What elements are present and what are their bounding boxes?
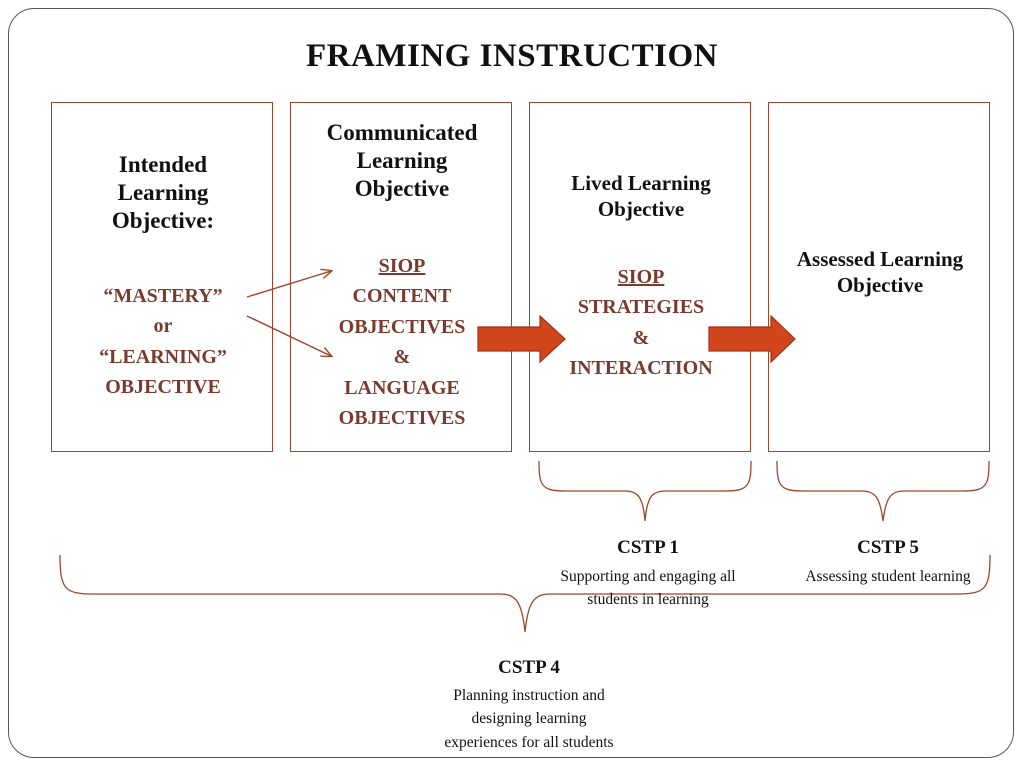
heading-line: Lived Learning (571, 171, 711, 195)
cstp4-description: Planning instruction and designing learn… (404, 684, 654, 754)
lived-objective-box: Lived Learning Objective SIOP STRATEGIES… (529, 102, 751, 452)
body-line: “LEARNING” (99, 345, 227, 368)
body-line: CONTENT (352, 285, 452, 308)
heading-line: Objective (836, 272, 924, 297)
arrow-up-to-content (246, 271, 331, 298)
cstp4-title: CSTP 4 (498, 657, 560, 678)
lived-objective-body: SIOP STRATEGIES & INTERACTION (530, 262, 752, 384)
cstp5-title: CSTP 5 (857, 537, 919, 558)
communicated-objective-body: SIOP CONTENT OBJECTIVES & LANGUAGE OBJEC… (291, 251, 513, 433)
brace-cstp5 (776, 460, 990, 522)
slide-title: FRAMING INSTRUCTION (306, 38, 718, 74)
cstp1-description: Supporting and engaging all students in … (538, 565, 758, 612)
assessed-objective-box: Assessed Learning Objective (768, 102, 990, 452)
body-line: “MASTERY” (103, 285, 223, 307)
intended-objective-heading: Intended Learning Objective: (52, 151, 274, 235)
slide-frame (8, 8, 1014, 758)
intended-objective-box: Intended Learning Objective: “MASTERY” o… (51, 102, 273, 452)
desc-line: experiences for all students (444, 733, 614, 751)
desc-line: Supporting and engaging all (560, 568, 736, 585)
brace-cstp4 (59, 554, 991, 633)
heading-line: Intended (118, 152, 208, 177)
body-line: or (153, 315, 173, 338)
body-line: STRATEGIES (577, 296, 705, 319)
desc-line: students in learning (587, 591, 709, 609)
body-line: OBJECTIVES (338, 406, 466, 429)
arrow-down-to-language (246, 315, 331, 356)
body-line: OBJECTIVE (105, 376, 221, 399)
communicated-objective-heading: Communicated Learning Objective (291, 119, 513, 203)
assessed-objective-heading: Assessed Learning Objective (769, 247, 991, 298)
body-line: OBJECTIVES (338, 315, 466, 338)
desc-line: designing learning (471, 710, 587, 728)
heading-line: Learning (117, 180, 209, 206)
cstp1-title: CSTP 1 (617, 537, 679, 558)
heading-line: Communicated (326, 120, 478, 145)
body-line: LANGUAGE (344, 376, 460, 399)
desc-line: Assessing student learning (805, 568, 971, 585)
heading-line: Learning (356, 148, 448, 174)
body-line: & (393, 346, 411, 369)
block-arrow-to-assessed (708, 314, 796, 364)
desc-line: Planning instruction and (453, 687, 605, 704)
brace-cstp1 (538, 460, 752, 522)
cstp5-description: Assessing student learning (778, 565, 998, 588)
siop-label: SIOP (617, 266, 665, 288)
heading-line: Objective (597, 196, 685, 221)
body-line: & (632, 326, 650, 349)
heading-line: Objective: (111, 208, 215, 234)
body-line: INTERACTION (569, 357, 713, 380)
communicated-objective-box: Communicated Learning Objective SIOP CON… (290, 102, 512, 452)
heading-line: Objective (354, 176, 450, 202)
heading-line: Assessed Learning (796, 247, 964, 271)
siop-label: SIOP (378, 255, 426, 277)
intended-objective-body: “MASTERY” or “LEARNING” OBJECTIVE (52, 281, 274, 403)
block-arrow-to-lived (477, 314, 566, 364)
lived-objective-heading: Lived Learning Objective (530, 171, 752, 222)
